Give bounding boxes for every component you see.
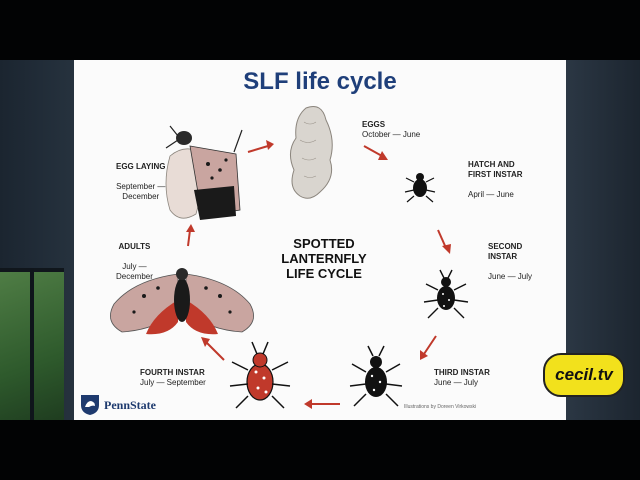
third-instar-image	[349, 345, 403, 407]
shield-icon	[81, 395, 99, 415]
arrow-adult-to-laying	[187, 229, 191, 247]
arrow-hatch-to-second	[437, 229, 447, 249]
stage-label-fourth-instar: FOURTH INSTAR July — September	[140, 368, 206, 387]
fourth-instar-image	[229, 341, 291, 409]
letterbox-bottom	[0, 420, 640, 480]
stage-label-egg-laying: EGG LAYING September — December	[116, 162, 166, 201]
center-caption: SPOTTED LANTERNFLY LIFE CYCLE	[264, 236, 384, 281]
adult-image	[110, 268, 254, 335]
stage-label-adults: ADULTS July — December	[116, 242, 153, 281]
presentation-slide: SLF life cycle	[74, 60, 566, 420]
cecil-tv-badge: cecil.tv	[543, 353, 625, 397]
egg-mass-image	[290, 106, 333, 199]
arrow-laying-to-eggs	[247, 145, 269, 153]
stage-label-second-instar: SECOND INSTAR June — July	[488, 242, 533, 281]
arrow-eggs-to-hatch	[363, 145, 383, 157]
stage-label-first-instar: HATCH AND FIRST INSTAR April — June	[468, 160, 523, 199]
cycle-arrows	[187, 145, 447, 405]
egg-mass-texture	[299, 121, 317, 178]
arrow-heads	[186, 140, 451, 409]
illustration-credit: Illustrations by Doreen Virkowski	[404, 404, 477, 410]
slide-title: SLF life cycle	[243, 68, 397, 95]
stage-label-eggs: EGGS October — June	[362, 120, 421, 139]
pennstate-wordmark: PennState	[104, 398, 156, 412]
letterbox-top	[0, 0, 640, 60]
egg-laying-adult-image	[165, 125, 243, 220]
arrow-fourth-to-adult	[205, 341, 225, 361]
center-line: LIFE CYCLE	[286, 266, 362, 281]
second-instar-image	[423, 269, 469, 319]
center-line: SPOTTED	[293, 236, 355, 251]
center-line: LANTERNFLY	[281, 251, 367, 266]
life-cycle-illustration	[110, 106, 469, 409]
stage-label-third-instar: THIRD INSTAR June — July	[434, 368, 490, 387]
first-instar-image	[404, 173, 436, 203]
window-mullion	[30, 268, 34, 420]
arrow-second-to-third	[423, 335, 437, 355]
